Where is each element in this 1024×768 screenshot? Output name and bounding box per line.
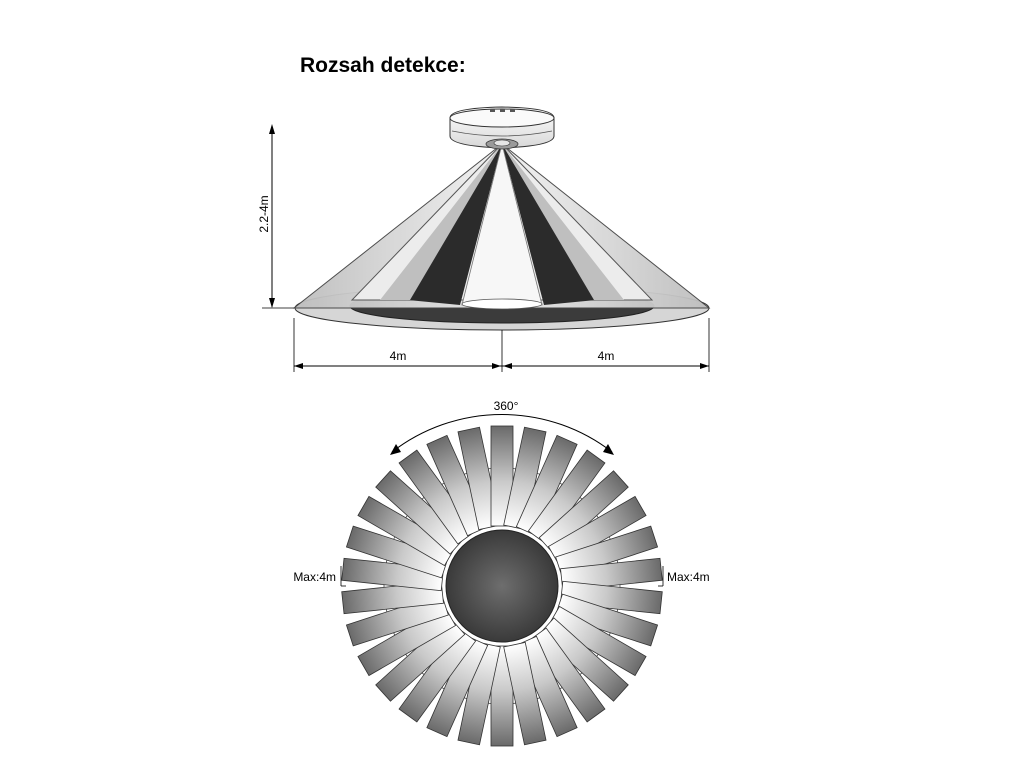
page-title: Rozsah detekce:: [300, 54, 466, 77]
detection-ray: [398, 627, 477, 723]
detection-ray: [538, 470, 629, 555]
detection-ray: [515, 635, 578, 738]
detection-ray: [555, 525, 659, 579]
center-floor-spot: [461, 298, 543, 310]
detection-ray: [345, 525, 449, 579]
detection-ray: [555, 593, 659, 647]
right-range-marker: Max:4m: [658, 566, 710, 587]
sensor-core: [445, 529, 559, 643]
cone-slice: [408, 144, 502, 305]
cone-slice: [502, 144, 624, 300]
detection-ray: [547, 605, 647, 677]
right-range-label: Max:4m: [667, 570, 710, 584]
left-radius-label: 4m: [390, 349, 407, 363]
detection-ray: [457, 426, 501, 531]
detection-ray: [490, 645, 514, 747]
detection-ray: [515, 434, 578, 537]
cone-slice: [380, 144, 502, 300]
height-label: 2.2-4m: [257, 195, 271, 232]
right-radius-label: 4m: [598, 349, 615, 363]
detection-ray: [560, 557, 663, 592]
width-dimension: 4m 4m: [293, 318, 710, 372]
detection-ray: [527, 449, 606, 545]
angle-dimension: 360°: [390, 399, 614, 455]
detection-ray: [345, 593, 449, 647]
left-range-marker: Max:4m: [293, 566, 346, 587]
detection-ray: [503, 641, 547, 746]
detection-ray: [527, 627, 606, 723]
top-view: 360° Max:4m Max:4m: [293, 399, 710, 747]
sensor-icon: [449, 106, 555, 150]
detection-ray: [375, 617, 466, 702]
detection-ray: [357, 495, 457, 567]
angle-label: 360°: [494, 399, 519, 413]
detection-ray: [457, 641, 501, 746]
cone-slice: [502, 144, 596, 305]
detection-ray: [426, 635, 489, 738]
detection-ray: [357, 605, 457, 677]
detection-ray: [341, 580, 444, 615]
left-range-label: Max:4m: [293, 570, 336, 584]
detection-ray: [547, 495, 647, 567]
detection-ray: [490, 425, 514, 527]
detection-rays: [341, 425, 663, 747]
detection-ray: [426, 434, 489, 537]
detection-ray: [398, 449, 477, 545]
detection-ray: [375, 470, 466, 555]
side-view: 2.2-4m 4m 4m: [257, 106, 711, 372]
height-dimension: 2.2-4m: [257, 124, 294, 309]
detection-ray: [503, 426, 547, 531]
detection-ray: [538, 617, 629, 702]
